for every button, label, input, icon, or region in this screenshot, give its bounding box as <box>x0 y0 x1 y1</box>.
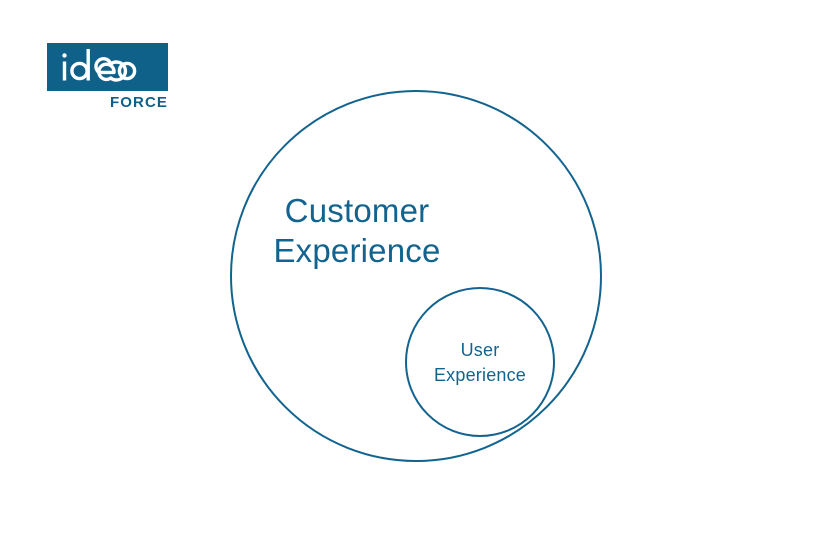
logo-subtext: FORCE <box>110 94 168 111</box>
user-experience-circle <box>405 287 555 437</box>
customer-experience-circle <box>230 90 602 462</box>
ideo-wordmark-icon <box>62 49 137 82</box>
brand-logo: FORCE <box>47 43 168 111</box>
user-experience-label: User Experience <box>433 340 527 385</box>
logo-badge <box>47 43 168 91</box>
customer-experience-label: Customer Experience <box>273 192 441 269</box>
